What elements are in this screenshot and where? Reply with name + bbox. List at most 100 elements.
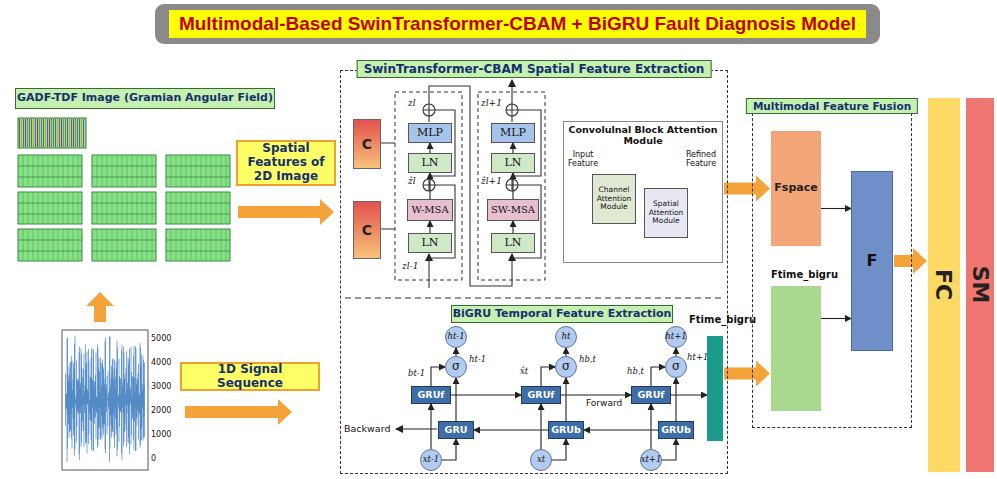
mlp-box: MLP (408, 123, 452, 143)
drawing-part (18, 229, 82, 261)
connector (429, 221, 430, 233)
drawing-part (78, 193, 79, 223)
module-box: Spatial Attention Module (644, 188, 688, 238)
drawing-part (28, 193, 29, 223)
drawing-part (18, 177, 82, 178)
title-banner (155, 4, 880, 44)
drawing-part (137, 156, 138, 186)
node-text: MLP (417, 127, 443, 140)
drawing-part (63, 119, 64, 147)
drawing-part (97, 230, 98, 260)
drawing-part (18, 240, 82, 241)
sigma-circle: σ (665, 356, 687, 378)
drawing-part (68, 230, 69, 260)
drawing-part (112, 230, 113, 260)
drawing-part (201, 193, 202, 223)
drawing-part (166, 177, 230, 178)
connector (431, 367, 445, 386)
drawing-part (71, 119, 72, 147)
node-text: LN (422, 237, 439, 250)
sigma-circle: σ (445, 356, 467, 378)
node-text: C (362, 136, 372, 152)
drawing-part (51, 119, 52, 147)
drawing-part (423, 104, 435, 116)
drawing-part (166, 240, 230, 241)
drawing-part (63, 156, 64, 186)
connector (451, 394, 521, 395)
drawing-part (171, 156, 172, 186)
node-text: LN (505, 157, 522, 170)
drawing-part (176, 193, 177, 223)
drawing-part (92, 203, 156, 204)
drawing-part (73, 193, 74, 223)
drawing-part (18, 203, 82, 204)
drawing-part (73, 156, 74, 186)
drawing-part (201, 156, 202, 186)
drawing-part (147, 230, 148, 260)
drawing-part (29, 119, 30, 147)
drawing-part (186, 230, 187, 260)
connector (430, 404, 431, 449)
drawing-part (18, 192, 82, 224)
axis-tick-label: 1000 (151, 430, 171, 439)
drawing-part (48, 156, 49, 186)
connector (540, 404, 541, 449)
drawing-part (142, 156, 143, 186)
annotation-label: zl-1 (402, 261, 418, 271)
drawing-part (122, 156, 123, 186)
drawing-part (31, 119, 32, 147)
axis-tick-label: 5000 (151, 334, 171, 343)
drawing-part (92, 214, 156, 215)
drawing-part (221, 230, 222, 260)
attention-box: W-MSA (407, 199, 453, 221)
norm-box: LN (408, 153, 452, 173)
dashed-region: SwinTransformer-CBAM Spatial Feature Ext… (340, 70, 728, 474)
node-text: Ftime_bigru (689, 314, 756, 325)
drawing-part (171, 230, 172, 260)
drawing-part (43, 119, 44, 147)
drawing-part (226, 193, 227, 223)
drawing-part (48, 193, 49, 223)
annotation-label: ẑl (408, 176, 416, 186)
node-text: Channel Attention Module (594, 186, 634, 212)
drawing-part (423, 179, 435, 191)
drawing-part (97, 156, 98, 186)
drawing-part (506, 104, 518, 116)
drawing-part (61, 119, 62, 147)
title-text: Multimodal-Based SwinTransformer-CBAM + … (169, 10, 866, 38)
gru-box: GRU (438, 421, 474, 439)
drawing-part (92, 155, 156, 187)
node-text: GRU (445, 425, 468, 436)
drawing-part (191, 193, 192, 223)
node-text: SwinTransformer-CBAM Spatial Feature Ext… (357, 60, 712, 78)
connector (671, 394, 707, 395)
drawing-part (181, 156, 182, 186)
swin-wires (380, 80, 541, 288)
drawing-part (55, 119, 56, 147)
drawing-part (53, 193, 54, 223)
drawing-part (43, 193, 44, 223)
drawing-part (186, 156, 187, 186)
annotation-label: Forward (586, 398, 622, 408)
drawing-part (63, 193, 64, 223)
connector (662, 439, 676, 460)
drawing-part (152, 193, 153, 223)
connector (561, 394, 631, 395)
connector (512, 221, 513, 233)
node-text: Convolulnal Block Attention Module (566, 125, 720, 147)
gru-box: GRUf (631, 386, 671, 404)
drawing-part (102, 193, 103, 223)
node-text: LN (422, 157, 439, 170)
connector (675, 348, 676, 356)
gadf-image (18, 118, 230, 261)
drawing-part (43, 156, 44, 186)
drawing-part (206, 230, 207, 260)
node-text: GRUf (638, 390, 665, 401)
connector (821, 208, 851, 209)
node-text: Fspace (774, 182, 817, 195)
drawing-part (92, 240, 156, 241)
axis-tick-label: 3000 (151, 382, 171, 391)
drawing-part (39, 119, 40, 147)
connector (541, 367, 555, 386)
drawing-part (221, 156, 222, 186)
